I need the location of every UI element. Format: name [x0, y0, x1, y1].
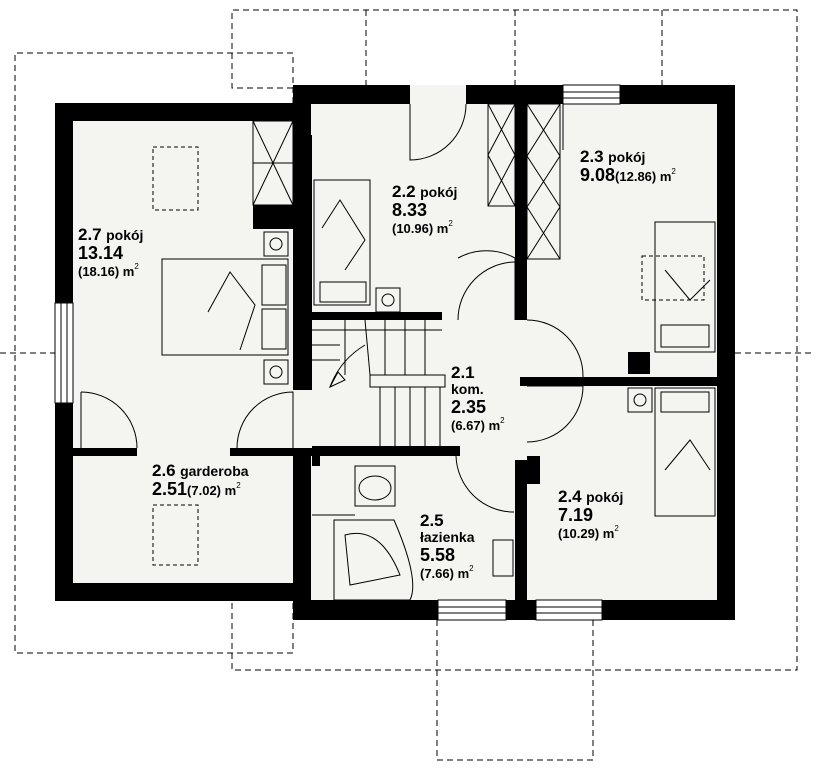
area-unit-exponent: 2: [671, 167, 676, 176]
room-area: 8.33: [392, 200, 428, 220]
room-gross-area: (10.96) m: [392, 221, 449, 236]
room-number: 2.4: [558, 487, 582, 506]
room-gross-area: (7.02) m: [187, 483, 237, 498]
room-area: 9.08: [580, 165, 616, 185]
room-label-2-7: 2.7 pokój 13.14 (18.16) m2: [78, 226, 143, 280]
room-number: 2.5: [420, 511, 444, 530]
room-label-2-2: 2.2 pokój 8.33 (10.96) m2: [392, 183, 457, 237]
room-area: 2.35: [451, 397, 487, 417]
room-area: 2.51: [152, 479, 188, 499]
area-unit-exponent: 2: [448, 219, 453, 228]
room-label-2-5: 2.5 łazienka 5.58 (7.66) m2: [420, 512, 474, 582]
area-unit-exponent: 2: [614, 524, 619, 533]
exterior-walls: [55, 85, 735, 620]
interior-walls: [73, 85, 717, 620]
room-label-2-3: 2.3 pokój 9.08(12.86) m2: [580, 148, 676, 185]
room-gross-area: (10.29) m: [558, 526, 615, 541]
room-gross-area: (18.16) m: [78, 264, 135, 279]
room-label-2-6: 2.6 garderoba 2.51(7.02) m2: [152, 462, 249, 499]
room-gross-area: (12.86) m: [615, 169, 672, 184]
room-name: łazienka: [420, 529, 475, 545]
interior-lines: [80, 103, 716, 601]
room-number: 2.1: [451, 363, 475, 382]
room-area: 5.58: [420, 545, 456, 565]
room-number: 2.6: [152, 461, 176, 480]
room-name: kom.: [451, 381, 484, 397]
area-unit-exponent: 2: [134, 262, 139, 271]
room-area: 13.14: [78, 243, 124, 263]
room-name: pokój: [608, 149, 646, 165]
room-number: 2.2: [392, 182, 416, 201]
area-unit-exponent: 2: [236, 481, 241, 490]
room-name: pokój: [106, 227, 144, 243]
room-number: 2.7: [78, 225, 102, 244]
windows: [54, 84, 621, 621]
area-unit-exponent: 2: [469, 564, 474, 573]
room-name: pokój: [586, 489, 624, 505]
room-area: 7.19: [558, 505, 594, 525]
area-unit-exponent: 2: [500, 416, 505, 425]
room-name: pokój: [420, 184, 458, 200]
room-gross-area: (6.67) m: [451, 418, 501, 433]
room-label-2-1: 2.1 kom. 2.35 (6.67) m2: [451, 364, 505, 434]
room-name: garderoba: [180, 463, 249, 479]
room-gross-area: (7.66) m: [420, 566, 470, 581]
room-label-2-4: 2.4 pokój 7.19 (10.29) m2: [558, 488, 623, 542]
room-number: 2.3: [580, 147, 604, 166]
